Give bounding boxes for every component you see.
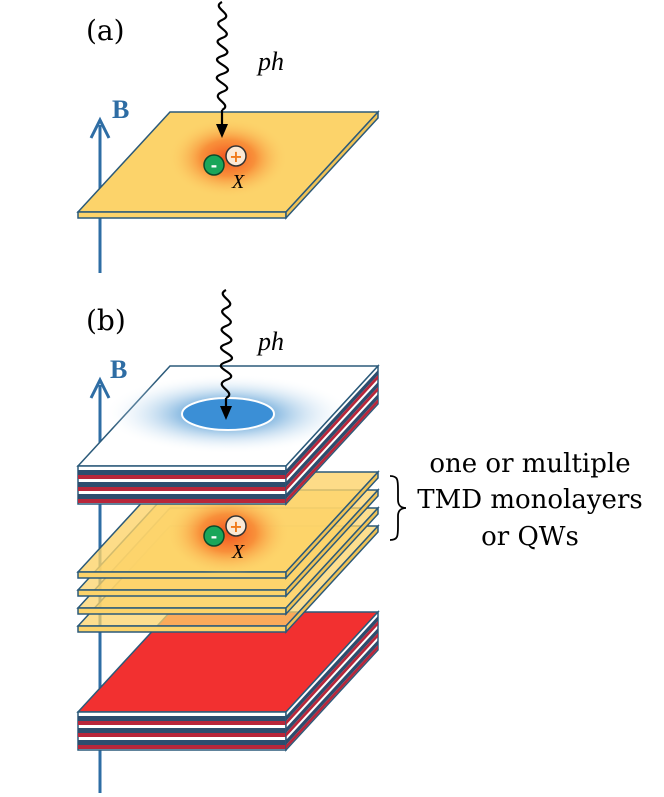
panel-b-label: (b) [86, 304, 126, 337]
bottom-mirror [76, 610, 380, 752]
photon-label-a: ph [256, 47, 284, 76]
photon-wave-a [215, 1, 230, 111]
panel-a-label: (a) [86, 14, 125, 47]
top-mirror [76, 364, 380, 506]
electron-a [203, 154, 225, 176]
exciton-label-a: X [231, 171, 245, 193]
photon-arrowhead-b [220, 406, 232, 420]
hole-sign-b: + [229, 517, 242, 536]
layer-brace [389, 475, 407, 541]
hole-sign-a: + [229, 147, 242, 166]
photon-label-b: ph [256, 327, 284, 356]
hole-a [225, 145, 247, 167]
electron-b [203, 525, 225, 547]
exciton-b: - + X [203, 515, 247, 563]
photon-wave-b [219, 289, 234, 399]
field-label-b: B [110, 355, 127, 384]
exciton-label-b: X [231, 541, 245, 563]
exciton-a: - + X [203, 145, 247, 193]
brace-text-line-1: one or multiple [429, 449, 630, 479]
electron-sign-b: - [211, 527, 218, 546]
brace-text-line-2: TMD monolayers [417, 485, 642, 515]
panel-b: (b) B [76, 289, 643, 793]
photon-arrowhead-a [216, 124, 228, 138]
brace-text-line-3: or QWs [481, 522, 579, 552]
field-label-a: B [112, 95, 129, 124]
hole-b [225, 515, 247, 537]
electron-sign-a: - [211, 156, 218, 175]
panel-a: (a) B ph - + X [76, 1, 380, 273]
